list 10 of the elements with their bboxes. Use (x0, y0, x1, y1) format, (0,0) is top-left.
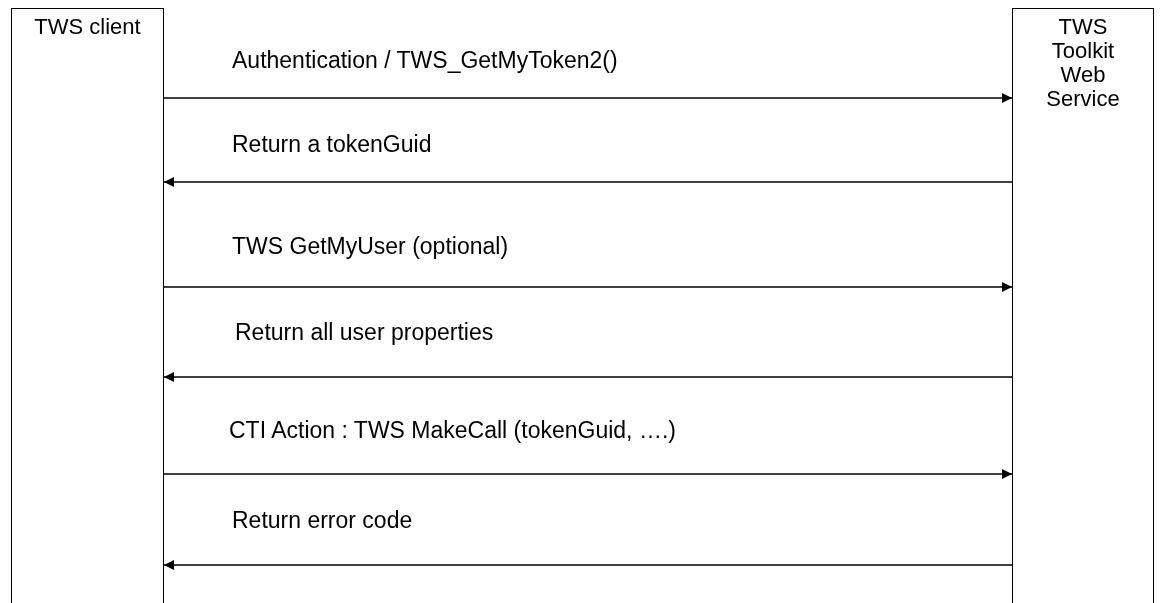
message-arrow (163, 469, 1013, 479)
message-arrow (163, 372, 1013, 382)
message-arrow (163, 282, 1013, 292)
lifeline-box (11, 8, 164, 603)
lifeline-title: TWS client (33, 15, 142, 41)
message-arrow (163, 93, 1013, 103)
lifeline-title: TWS Toolkit Web Service (1045, 15, 1121, 113)
message-arrow (163, 177, 1013, 187)
message-arrow (163, 560, 1013, 570)
lifeline-box (1012, 8, 1154, 603)
